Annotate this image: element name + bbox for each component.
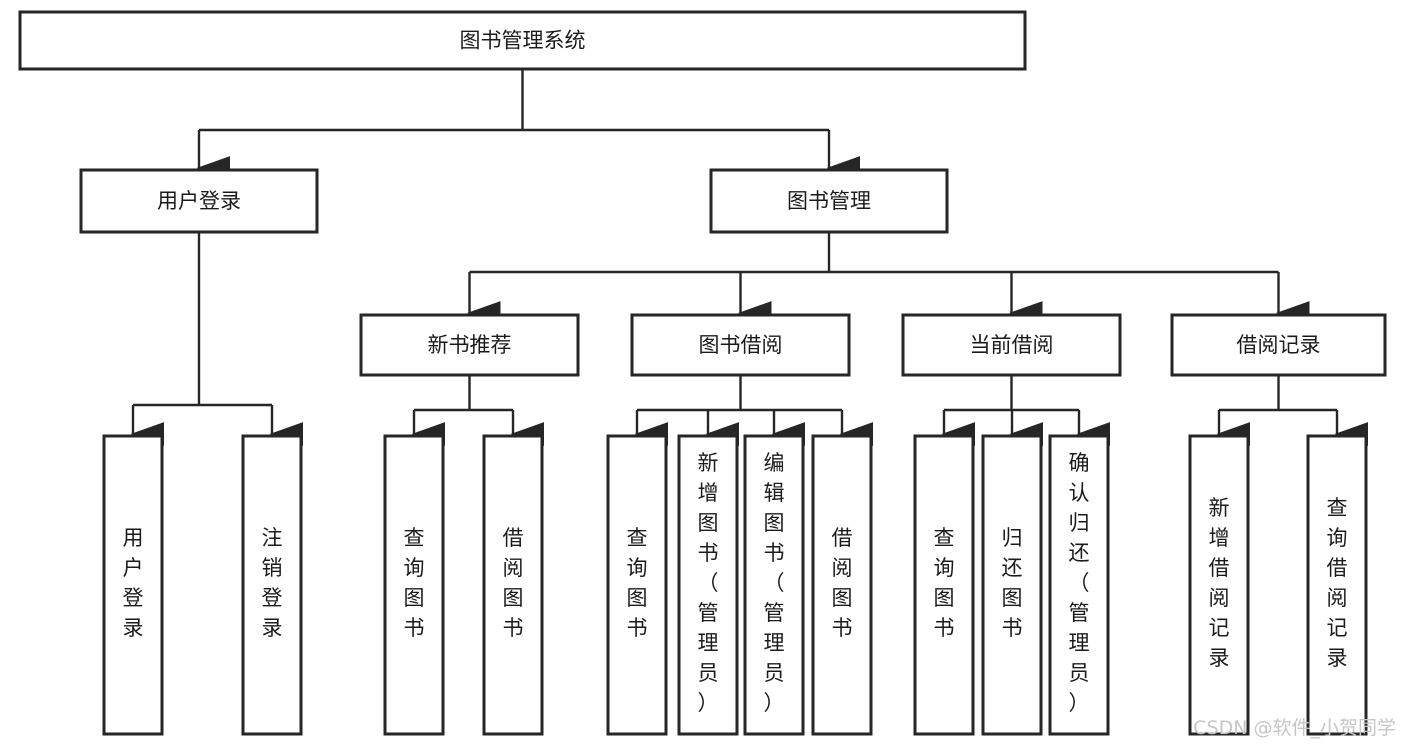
- node-box-return-book: [981, 434, 1043, 736]
- node-borrow-record[interactable]: 借阅记录: [1170, 313, 1387, 377]
- node-borrow-book-1[interactable]: 借阅图书: [482, 434, 544, 736]
- node-current-borrow[interactable]: 当前借阅: [901, 313, 1122, 377]
- node-label-user-login-do: 用户登录: [123, 526, 144, 640]
- node-box-query-borrow-record: [1306, 434, 1368, 736]
- node-confirm-return-admin[interactable]: 确认归还（管理员）: [1048, 434, 1110, 736]
- node-box-book-borrow: [630, 313, 851, 377]
- node-label-user-login: 用户登录: [157, 189, 241, 213]
- node-user-login-do[interactable]: 用户登录: [102, 434, 164, 736]
- node-label-query-book-3: 查询图书: [934, 526, 955, 640]
- node-box-query-book-3: [913, 434, 975, 736]
- node-layer: 图书管理系统用户登录图书管理新书推荐图书借阅当前借阅借阅记录用户登录注销登录查询…: [18, 10, 1387, 736]
- node-root[interactable]: 图书管理系统: [18, 10, 1027, 71]
- node-new-book-recommend[interactable]: 新书推荐: [359, 313, 580, 377]
- node-box-book-management: [709, 168, 949, 234]
- node-box-user-login: [79, 168, 319, 234]
- node-label-query-borrow-record: 查询借阅记录: [1327, 496, 1348, 670]
- node-label-add-borrow-record: 新增借阅记录: [1209, 496, 1230, 670]
- node-label-borrow-book-1: 借阅图书: [503, 526, 524, 640]
- node-book-management[interactable]: 图书管理: [709, 168, 949, 234]
- node-label-borrow-record: 借阅记录: [1237, 333, 1321, 357]
- node-label-book-borrow: 图书借阅: [699, 333, 783, 357]
- node-label-return-book: 归还图书: [1002, 526, 1023, 640]
- node-label-book-management: 图书管理: [787, 189, 871, 213]
- node-user-login[interactable]: 用户登录: [79, 168, 319, 234]
- node-box-current-borrow: [901, 313, 1122, 377]
- node-box-add-book-admin: [677, 434, 739, 736]
- node-label-root: 图书管理系统: [460, 29, 586, 53]
- node-label-user-logout: 注销登录: [262, 526, 283, 640]
- node-box-edit-book-admin: [743, 434, 805, 736]
- node-box-query-book-2: [606, 434, 668, 736]
- node-box-user-logout: [241, 434, 303, 736]
- node-query-book-2[interactable]: 查询图书: [606, 434, 668, 736]
- node-add-book-admin[interactable]: 新增图书（管理员）: [677, 434, 739, 736]
- node-box-root: [18, 10, 1027, 71]
- node-box-borrow-book-1: [482, 434, 544, 736]
- node-add-borrow-record[interactable]: 新增借阅记录: [1188, 434, 1250, 736]
- connector-layer: [130, 69, 1369, 446]
- node-query-borrow-record[interactable]: 查询借阅记录: [1306, 434, 1368, 736]
- node-box-borrow-book-2: [811, 434, 873, 736]
- node-label-confirm-return-admin: 确认归还（管理员）: [1069, 451, 1090, 715]
- node-box-new-book-recommend: [359, 313, 580, 377]
- node-borrow-book-2[interactable]: 借阅图书: [811, 434, 873, 736]
- node-label-current-borrow: 当前借阅: [970, 333, 1054, 357]
- node-box-confirm-return-admin: [1048, 434, 1110, 736]
- node-label-query-book-2: 查询图书: [627, 526, 648, 640]
- node-label-add-book-admin: 新增图书（管理员）: [698, 451, 719, 715]
- node-book-borrow[interactable]: 图书借阅: [630, 313, 851, 377]
- node-box-borrow-record: [1170, 313, 1387, 377]
- node-label-query-book-1: 查询图书: [404, 526, 425, 640]
- node-box-add-borrow-record: [1188, 434, 1250, 736]
- node-edit-book-admin[interactable]: 编辑图书（管理员）: [743, 434, 805, 736]
- node-return-book[interactable]: 归还图书: [981, 434, 1043, 736]
- node-box-query-book-1: [383, 434, 445, 736]
- csdn-watermark: CSDN @软件_小贺同学: [1193, 717, 1396, 739]
- node-label-edit-book-admin: 编辑图书（管理员）: [764, 451, 785, 715]
- node-query-book-1[interactable]: 查询图书: [383, 434, 445, 736]
- node-label-borrow-book-2: 借阅图书: [832, 526, 853, 640]
- node-box-user-login-do: [102, 434, 164, 736]
- node-label-new-book-recommend: 新书推荐: [428, 333, 512, 357]
- node-user-logout[interactable]: 注销登录: [241, 434, 303, 736]
- node-query-book-3[interactable]: 查询图书: [913, 434, 975, 736]
